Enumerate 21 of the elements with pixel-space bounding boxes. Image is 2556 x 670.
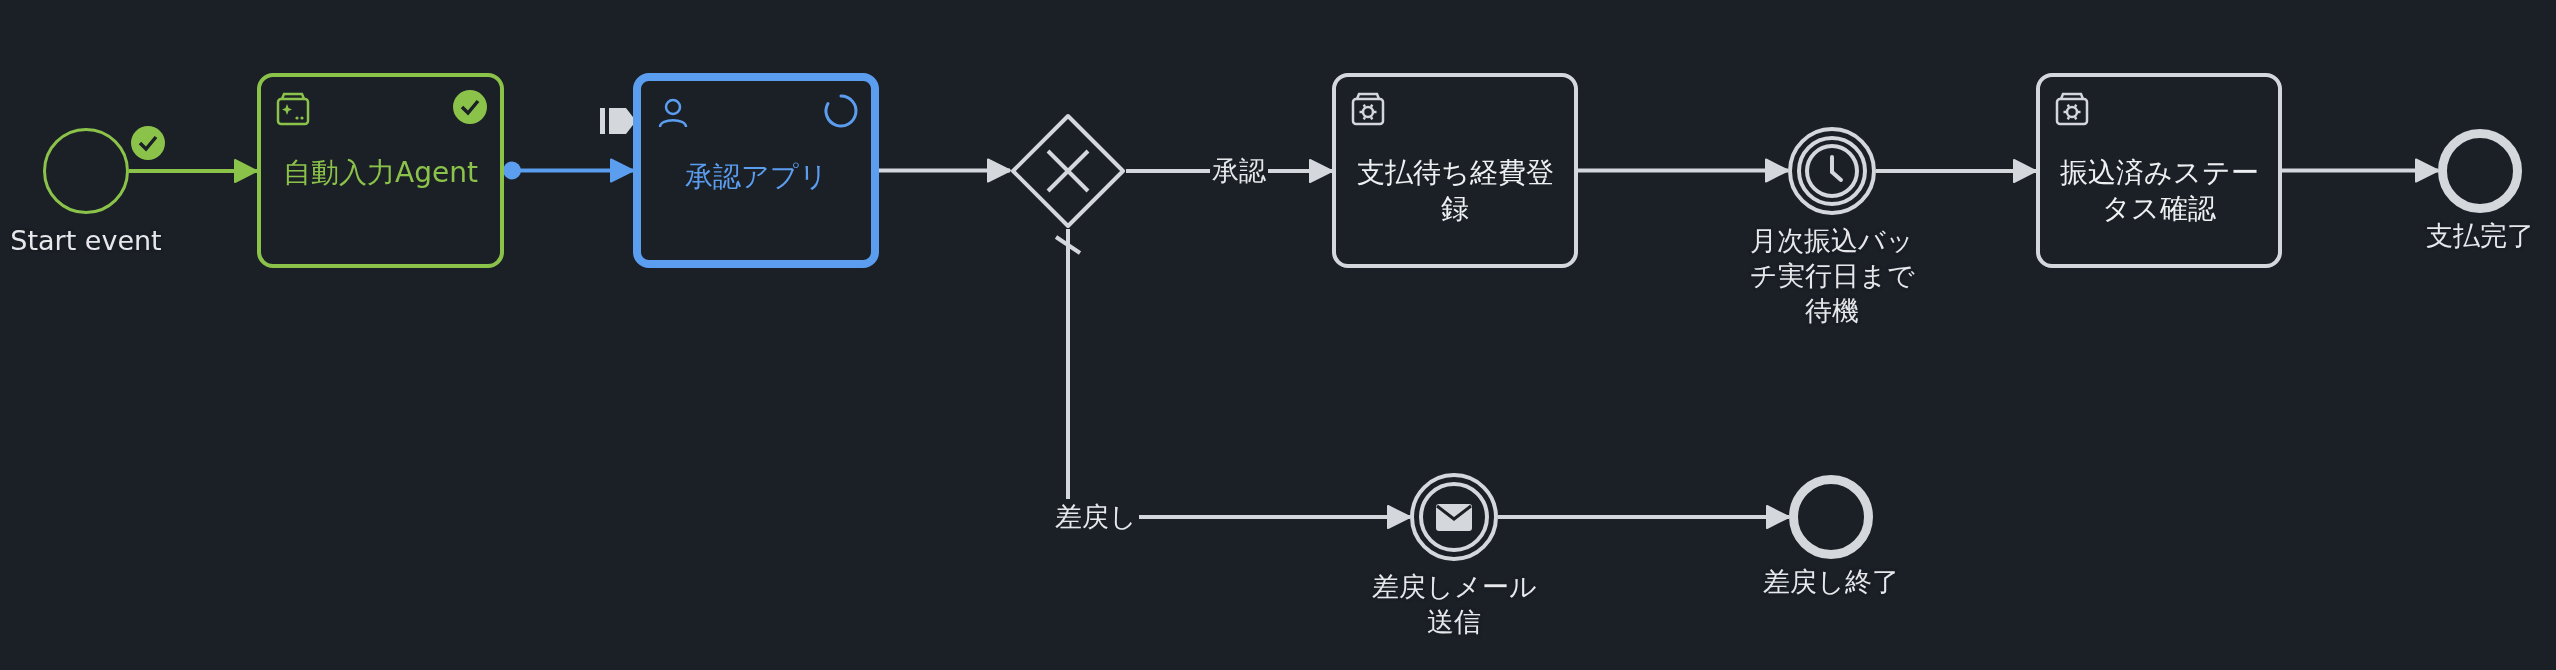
- sequence-flow-arrow: [879, 158, 1011, 183]
- task-box: [257, 73, 504, 268]
- task-label: 振込済みステータス確認: [2058, 155, 2260, 228]
- task-box: [633, 73, 879, 268]
- event-label: 差戻し終了: [1762, 565, 1900, 599]
- event-label: Start event: [9, 224, 163, 258]
- event-label: 月次振込バッチ実行日まで待機: [1748, 224, 1916, 329]
- task-box: [1332, 73, 1578, 268]
- task-label: 自動入力Agent: [283, 155, 478, 191]
- task-box: [2036, 73, 2282, 268]
- sequence-flow-arrow: [129, 159, 258, 183]
- task-label: 支払待ち経費登録: [1355, 155, 1555, 228]
- event-label: 支払完了: [2425, 219, 2535, 253]
- exclusive-gateway-diamond: [1010, 113, 1126, 229]
- sequence-flow-arrow: [2282, 158, 2439, 183]
- sequence-flow-arrow: [1498, 505, 1790, 529]
- sequence-flow-arrow: [1578, 158, 1789, 183]
- sequence-flow-arrow: [1876, 159, 2037, 183]
- sequence-flow-arrow: [503, 158, 634, 183]
- event-label: 差戻しメール送信: [1370, 570, 1538, 640]
- task-label: 承認アプリ: [684, 159, 828, 195]
